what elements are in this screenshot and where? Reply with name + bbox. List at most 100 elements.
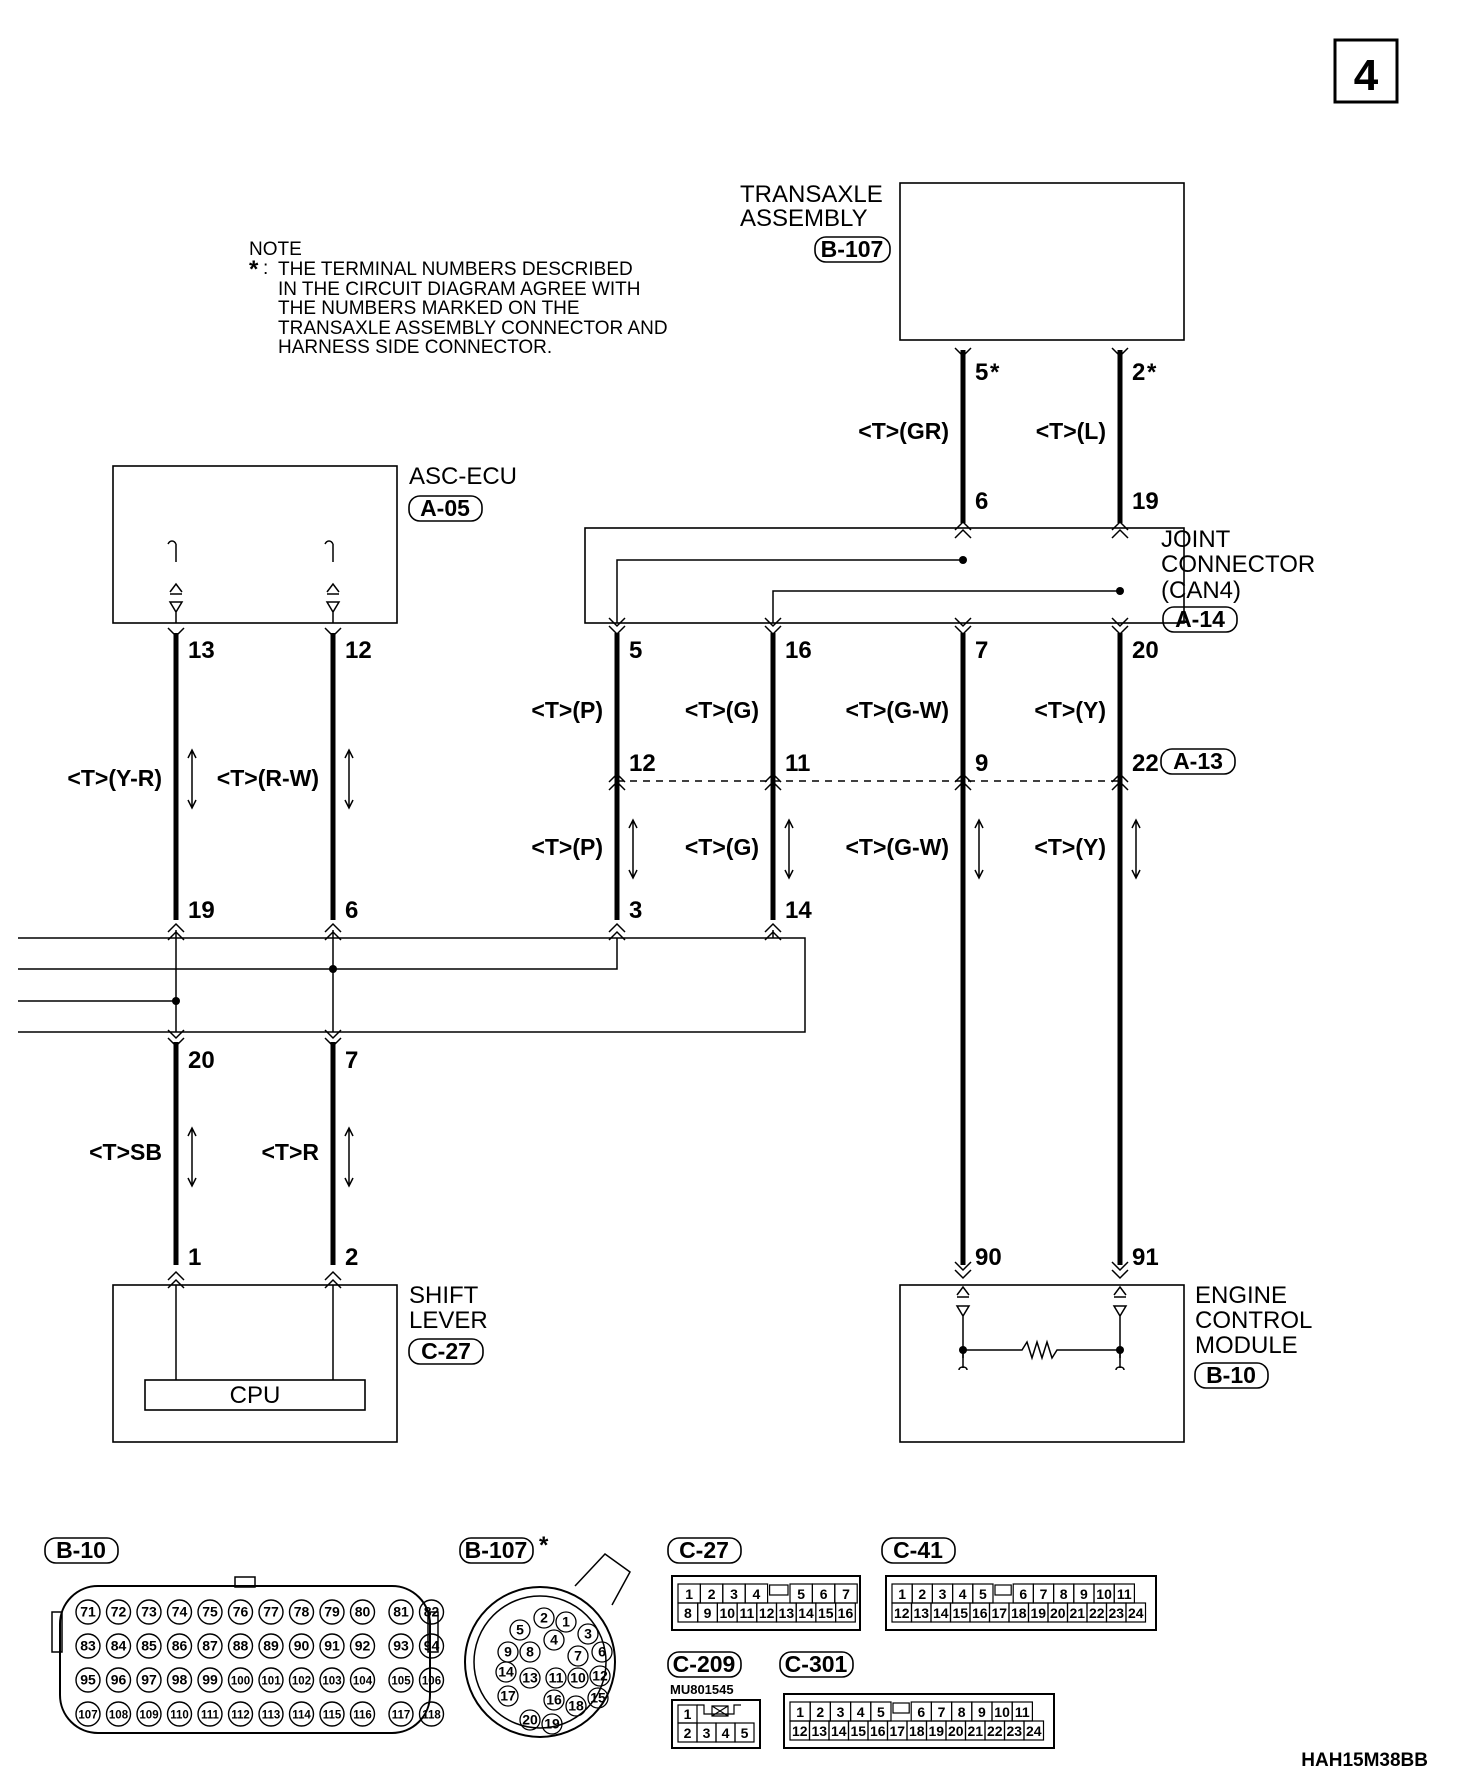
wire-label: <T>(P) [531,697,603,723]
pin-number: 20 [1132,637,1159,664]
note-marker: * [249,256,259,283]
pin-label: 14 [831,1723,847,1739]
connector-pin: 75 [197,1599,223,1625]
pin-number: 12 [629,750,656,777]
connector-pin: 111 [197,1701,223,1727]
pin-label: 19 [928,1723,944,1739]
joint-label: CONNECTOR [1161,551,1315,578]
connector-pin: 103 [319,1667,345,1693]
connector-pin: 106 [418,1667,445,1693]
connector-pin: 5 [734,1722,755,1743]
connector-pin: 87 [197,1633,223,1659]
connector-pin: 90 [288,1633,315,1659]
pin-label: 94 [424,1638,440,1654]
pin-label: 24 [1128,1605,1144,1621]
connector-tag: C-209 [673,1651,736,1677]
connector-pin: 105 [388,1667,414,1693]
pin-label: 74 [172,1604,188,1620]
pin-label: 6 [820,1586,828,1602]
pin-label: 3 [703,1725,711,1741]
splice-dot [1116,587,1124,595]
shift-lever-box [112,1284,398,1443]
connector-pin: 16 [867,1720,889,1741]
connector-latch [697,1704,741,1717]
pin-label: 72 [111,1604,127,1620]
connector-pin: 17 [886,1720,908,1741]
connector-pin [994,1584,1012,1596]
pin-label: 5 [516,1622,524,1638]
transaxle-label: TRANSAXLE [740,181,883,208]
connector-pin [892,1702,910,1714]
cpu-box [144,1379,366,1411]
connector-pin: 1 [677,1704,698,1724]
connector-pin: 18 [565,1695,587,1717]
connector-inner [473,1595,607,1729]
shift-lever: SHIFT LEVER C-27 CPU [112,1282,488,1443]
note-line: THE NUMBERS MARKED ON THE [278,298,580,319]
asc-ecu-label: ASC-ECU [409,463,517,490]
pin-label: 104 [353,1676,373,1688]
pin-label: 100 [231,1676,250,1688]
pin-number: 7 [975,637,988,664]
wire-label: <T>R [261,1139,319,1165]
wire-label: <T>(G-W) [846,697,950,723]
shift-lever-label: LEVER [409,1307,488,1334]
connector-pin: 116 [349,1701,376,1727]
pin-label: 5 [741,1725,749,1741]
pin-label: 95 [80,1672,96,1688]
connector-tag-box [1162,606,1238,633]
connector-pin: 86 [166,1633,193,1659]
connector-tag: B-107 [465,1537,528,1563]
connector-pin: 14 [795,1602,817,1623]
connector-pin: 6 [811,1583,836,1604]
connector-pin: 13 [775,1602,797,1623]
pin-label: 24 [1026,1723,1042,1739]
connector-pin: 3 [696,1722,717,1743]
pin-label: 13 [522,1670,538,1686]
connector-pin: 19 [1027,1602,1049,1623]
pin-number: 6 [345,897,358,924]
pin-label: 98 [172,1672,188,1688]
connector-star: * [539,1532,549,1559]
joint-label: JOINT [1161,526,1231,553]
connector-pin: 74 [166,1599,193,1625]
pin-number: 19 [188,897,215,924]
connector-pin: 4 [849,1701,872,1722]
connector-pin: 6 [910,1701,933,1722]
transaxle-label: ASSEMBLY [740,205,868,232]
connector-tag-box [1194,1362,1269,1389]
pin-label: 21 [967,1723,983,1739]
pin-label: 113 [262,1710,281,1722]
connector-pin: 4 [715,1722,736,1743]
connector-body [671,1699,761,1749]
chevron [954,1261,1129,1280]
pin-label: 12 [759,1605,775,1621]
connector-pin: 7 [567,1645,589,1667]
connector-pin: 14 [828,1720,850,1741]
pin-label: 83 [80,1638,96,1654]
pin-label: 8 [958,1704,966,1720]
connector-pin: 88 [227,1633,254,1659]
connector-pin: 76 [227,1599,254,1625]
double-arrow [344,748,354,810]
pin-label: 103 [322,1676,341,1688]
pin-label: 11 [549,1670,564,1686]
ecm-label: ENGINE [1195,1282,1287,1309]
pin-label: 89 [263,1638,279,1654]
connector-pin: 15 [587,1687,609,1709]
connector-pin: 115 [319,1701,345,1727]
connector-pin: 11 [736,1602,758,1623]
connector-pin: 3 [931,1583,954,1604]
connector-pin: 99 [197,1667,223,1693]
connector-pin: 100 [227,1667,254,1693]
pin-label: 8 [526,1644,534,1660]
connector-tag-box [881,1537,956,1564]
connector-pin: 4 [543,1629,565,1651]
connector-pin: 4 [744,1583,769,1604]
connector-pin: 8 [519,1641,541,1663]
chevron [608,617,1129,636]
connector-pin: 15 [949,1602,971,1623]
connector-key [574,1553,631,1606]
shift-lever-label: SHIFT [409,1282,479,1309]
